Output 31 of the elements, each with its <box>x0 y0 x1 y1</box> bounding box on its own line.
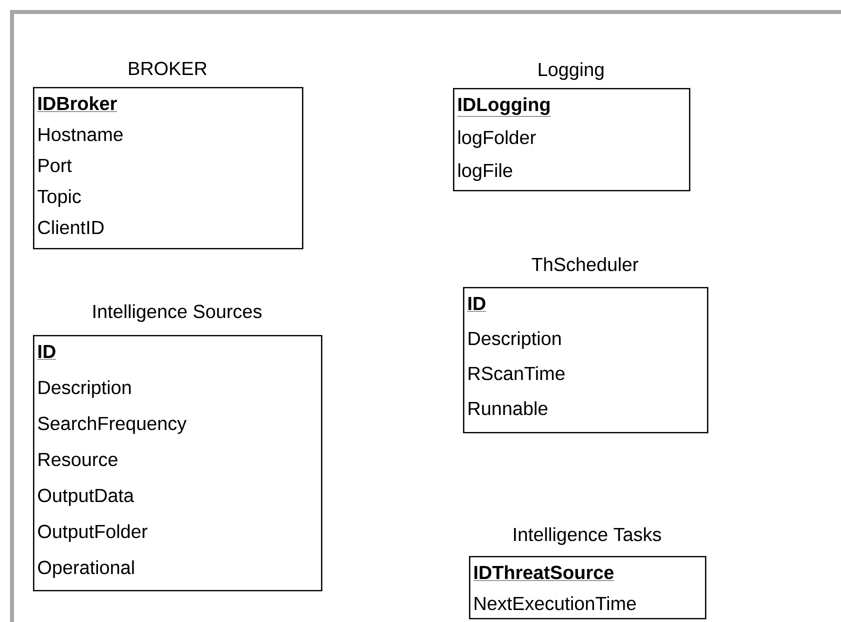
table-box <box>463 257 708 434</box>
field-name: Operational <box>38 560 134 578</box>
table-box <box>33 304 322 592</box>
field-name: Hostname <box>38 128 123 142</box>
field-name: ClientID <box>38 220 104 234</box>
table-title: Logging <box>538 62 604 80</box>
field-name: OutputData <box>38 488 134 506</box>
field-name: Description <box>38 380 131 398</box>
field-name: Resource <box>38 452 118 466</box>
table-title: Intelligence Tasks <box>514 527 661 545</box>
key-field: ID <box>37 344 56 360</box>
field-name: logFolder <box>458 130 536 148</box>
field-name: NextExecutionTime <box>474 596 636 610</box>
table-box <box>469 527 706 620</box>
key-field: ID <box>467 296 486 312</box>
table-title: ThScheduler <box>532 257 638 272</box>
field-name: Topic <box>38 189 81 207</box>
field-name: OutputFolder <box>38 524 148 542</box>
key-field: IDBroker <box>37 96 118 112</box>
table-title: Intelligence Sources <box>94 304 262 322</box>
field-name: Runnable <box>468 401 548 416</box>
key-field: IDLogging <box>457 97 551 117</box>
field-name: RScanTime <box>468 366 565 380</box>
table-title: BROKER <box>129 62 207 76</box>
field-name: SearchFrequency <box>38 416 187 434</box>
field-name: Port <box>38 158 72 172</box>
field-name: logFile <box>458 163 512 181</box>
field-name: Description <box>468 331 561 349</box>
table-box <box>453 62 690 192</box>
table-box <box>33 62 304 250</box>
key-field: IDThreatSource <box>473 565 614 581</box>
